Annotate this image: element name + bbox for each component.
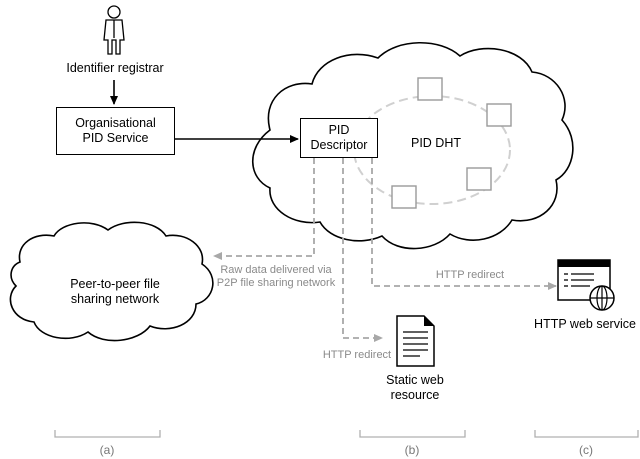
edge-redirect-static — [342, 158, 383, 342]
pid-descriptor-box: PID Descriptor — [300, 118, 378, 158]
organisational-pid-service-box: Organisational PID Service — [56, 107, 175, 155]
bracket-c — [534, 430, 639, 438]
bracket-b — [359, 430, 466, 438]
dht-node — [417, 77, 443, 101]
web-service-icon — [557, 259, 615, 311]
caption-c: (c) — [579, 443, 593, 457]
edge-raw-data — [213, 158, 315, 260]
dht-node — [391, 185, 417, 209]
p2p-cloud — [9, 221, 214, 342]
dht-cloud — [251, 41, 574, 250]
pid-dht-label: PID DHT — [411, 136, 461, 150]
dht-node — [466, 167, 492, 191]
http-redirect-static-label: HTTP redirect — [322, 349, 392, 361]
bracket-a — [54, 430, 161, 438]
static-web-resource-label: Static web resource — [386, 373, 444, 402]
caption-a: (a) — [99, 443, 115, 457]
http-redirect-web-service-label: HTTP redirect — [435, 269, 505, 281]
person-icon — [103, 5, 125, 55]
edge-redirect-web-service — [371, 158, 557, 290]
caption-b: (b) — [404, 443, 420, 457]
raw-data-edge-label: Raw data delivered via P2P file sharing … — [216, 264, 336, 289]
identifier-registrar-label: Identifier registrar — [66, 61, 164, 75]
p2p-network-label: Peer-to-peer file sharing network — [70, 277, 160, 306]
dht-node — [486, 103, 512, 127]
http-web-service-label: HTTP web service — [534, 317, 636, 331]
document-icon — [396, 315, 435, 367]
